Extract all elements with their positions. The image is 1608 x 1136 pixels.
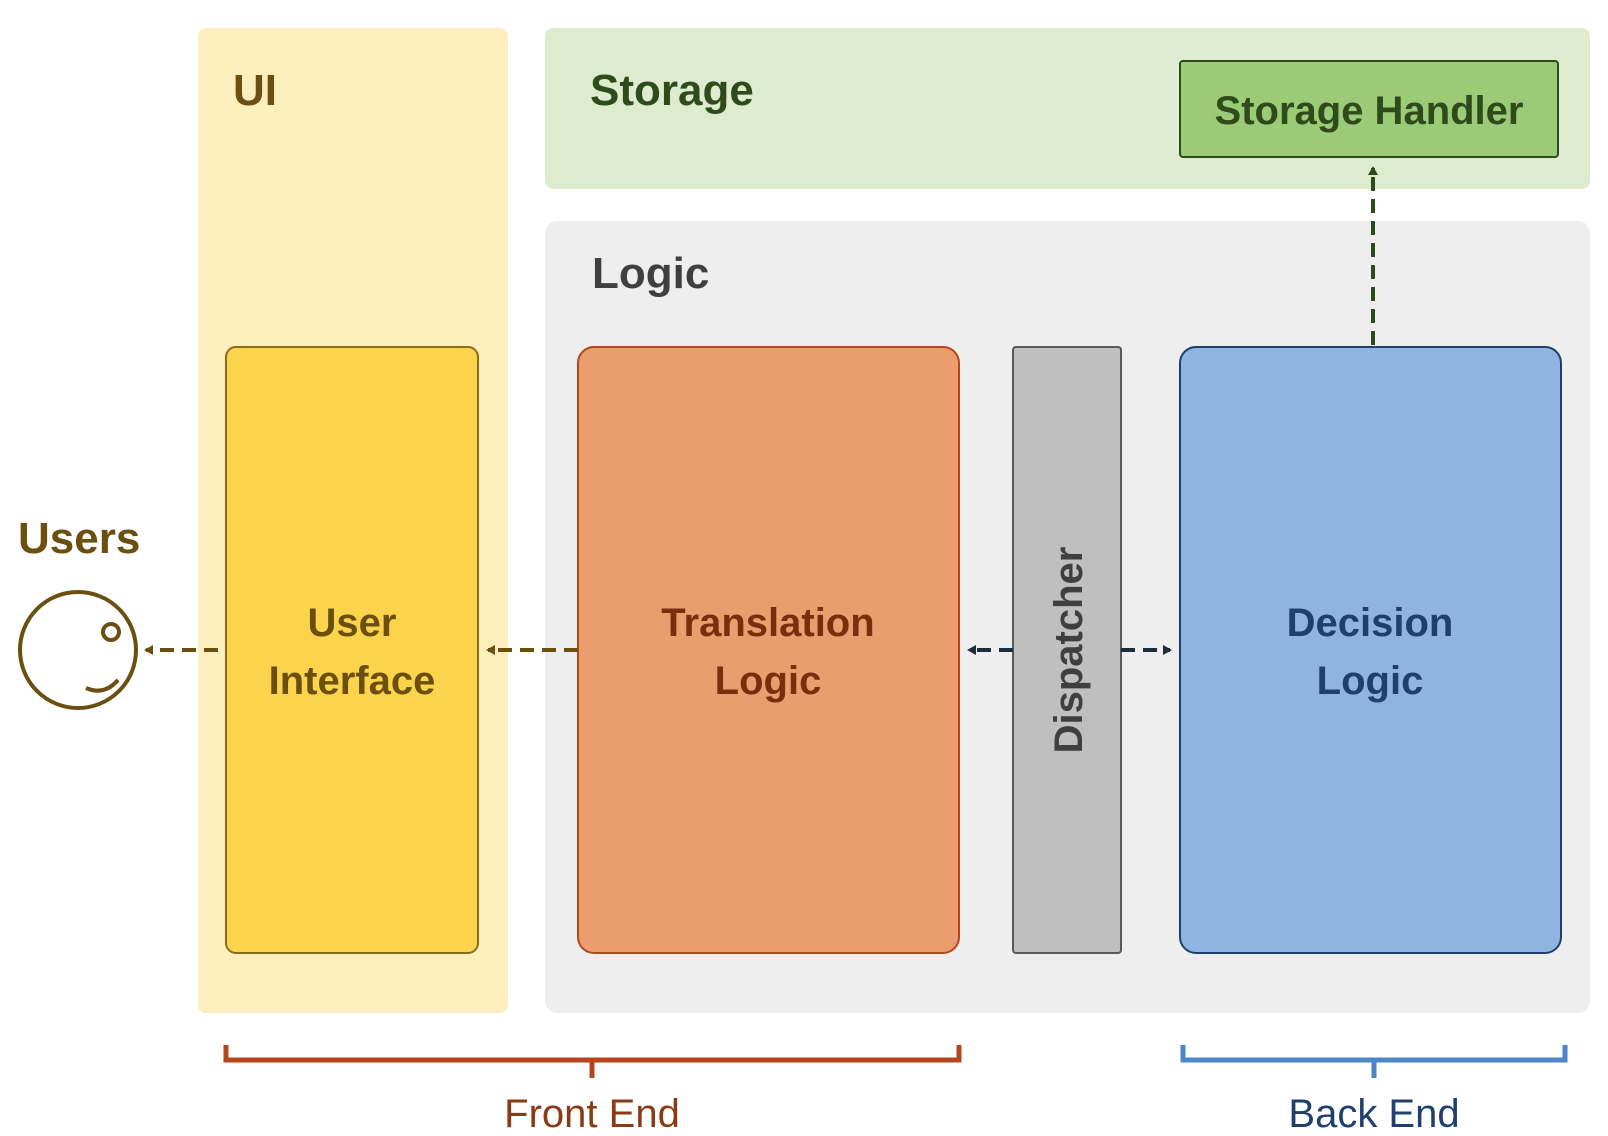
translation-logic-label-line2: Logic (715, 659, 822, 703)
translation-logic-label-line1: Translation (661, 601, 874, 645)
user-interface-label-line2: Interface (269, 659, 436, 703)
decision-logic-label-line2: Logic (1317, 659, 1424, 703)
back-end-bracket (1180, 1045, 1568, 1078)
translation-logic-box[interactable] (577, 346, 960, 954)
user-face-icon (18, 590, 138, 710)
front-end-bracket (223, 1045, 962, 1078)
user-interface-label-line1: User (308, 601, 397, 645)
storage-region-title: Storage (590, 66, 754, 115)
dispatcher-label: Dispatcher (1047, 547, 1091, 754)
decision-logic-box[interactable] (1179, 346, 1562, 954)
users-label: Users (18, 514, 140, 563)
storage-handler-label: Storage Handler (1215, 89, 1524, 133)
ui-region-title: UI (233, 66, 277, 115)
storage-handler-box[interactable] (1179, 60, 1559, 158)
front-end-label: Front End (504, 1092, 680, 1136)
logic-region-title: Logic (592, 249, 709, 298)
decision-logic-label-line1: Decision (1287, 601, 1454, 645)
user-interface-box[interactable] (225, 346, 479, 954)
back-end-label: Back End (1288, 1092, 1459, 1136)
